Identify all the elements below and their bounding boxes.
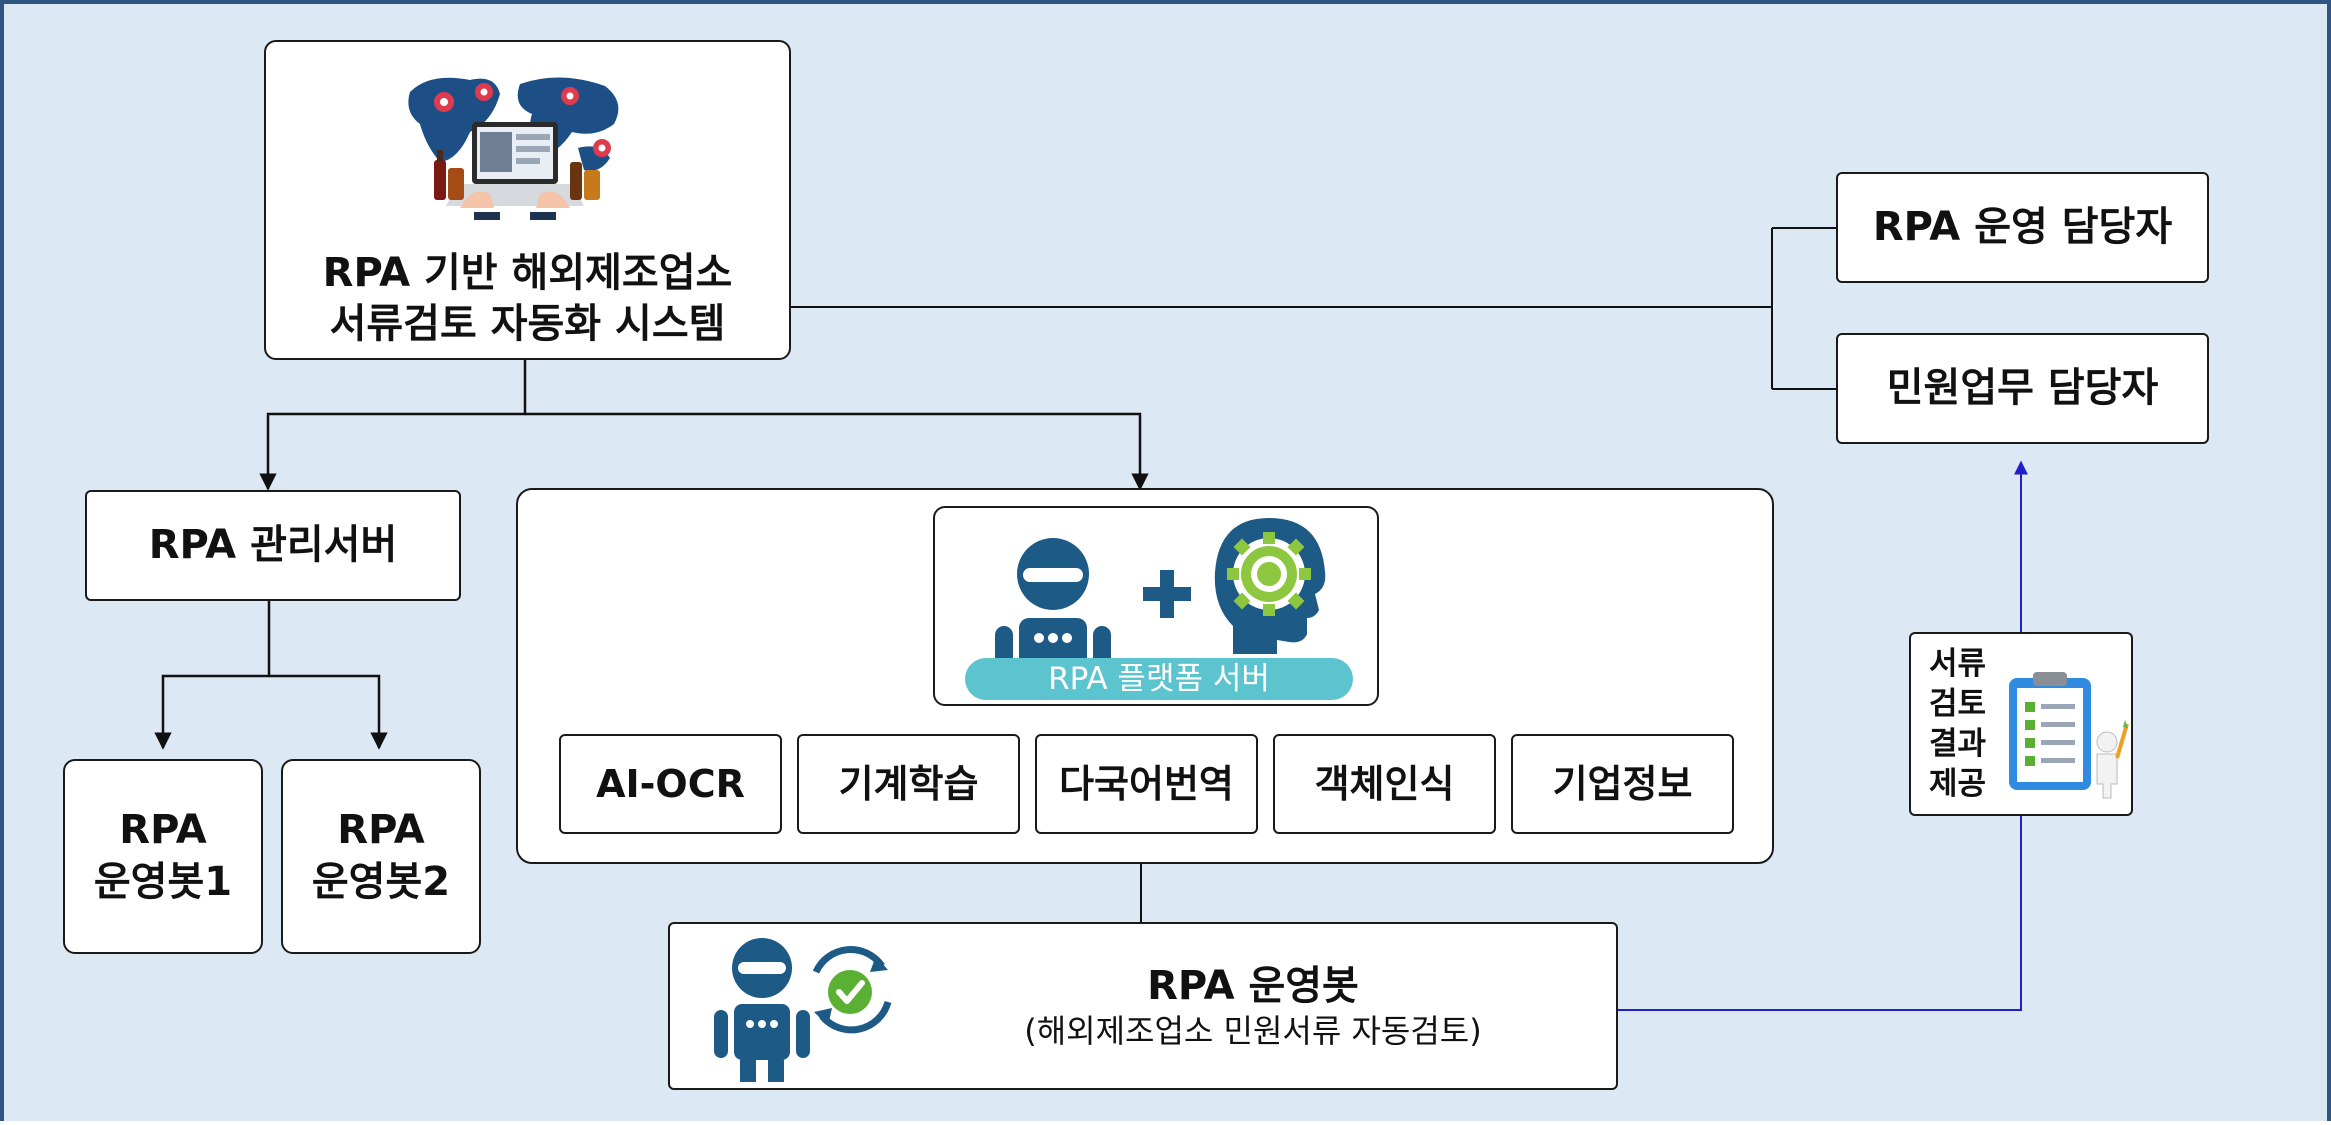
rpa-bot2-line2: 운영봇2 — [311, 858, 451, 905]
result-text: 서류 검토 결과 제공 — [1929, 644, 1986, 804]
result-line4: 제공 — [1929, 766, 1987, 802]
module-label: 객체인식 — [1314, 761, 1455, 806]
result-line3: 결과 — [1929, 726, 1987, 762]
module-object-recognition: 객체인식 — [1273, 734, 1496, 834]
rpa-operator-label: RPA 운영 담당자 — [1872, 203, 2173, 250]
robot-check-cycle-icon — [714, 938, 892, 1082]
module-label: 다국어번역 — [1059, 761, 1234, 806]
world-map-laptop-illustration — [408, 77, 619, 220]
module-translation: 다국어번역 — [1035, 734, 1258, 834]
robot-icon — [995, 538, 1111, 676]
platform-server-box: RPA 플랫폼 서버 — [933, 506, 1379, 706]
module-label: AI-OCR — [596, 761, 745, 806]
clipboard-checklist-icon — [2009, 672, 2129, 799]
connector-lines — [154, 227, 2028, 1011]
rpa-bot1-line1: RPA — [119, 807, 207, 854]
rpa-bot1-line2: 운영봇1 — [93, 858, 233, 905]
plus-icon — [1143, 570, 1191, 618]
operation-bot-text: RPA 운영봇 (해외제조업소 민원서류 자동검토) — [890, 962, 1616, 1052]
server-to-bot1-line — [154, 601, 271, 750]
operation-bot-title: RPA 운영봇 — [1147, 963, 1359, 1009]
result-box: 서류 검토 결과 제공 — [1909, 632, 2133, 816]
system-title-line2: 서류검토 자동화 시스템 — [329, 301, 726, 348]
operation-bot-box: RPA 운영봇 (해외제조업소 민원서류 자동검토) — [668, 922, 1618, 1090]
module-company-info: 기업정보 — [1511, 734, 1734, 834]
rpa-bot2-line1: RPA — [337, 807, 425, 854]
civil-operator-label: 민원업무 담당자 — [1886, 364, 2159, 411]
result-flow-line — [1616, 816, 2022, 1011]
operation-bot-subtitle: (해외제조업소 민원서류 자동검토) — [1024, 1012, 1482, 1050]
system-to-operators-line — [789, 227, 1838, 390]
rpa-bot2-box: RPA 운영봇2 — [281, 759, 481, 954]
module-label: 기업정보 — [1552, 761, 1693, 806]
ai-head-gear-icon — [1214, 518, 1326, 654]
module-ai-ocr: AI-OCR — [559, 734, 782, 834]
management-server-box: RPA 관리서버 — [85, 490, 461, 601]
platform-container: RPA 플랫폼 서버 AI-OCR 기계학습 다국어번역 객체인식 기업정보 — [516, 488, 1774, 864]
rpa-bot1-box: RPA 운영봇1 — [63, 759, 263, 954]
system-to-management-line — [259, 360, 527, 491]
module-label: 기계학습 — [838, 761, 979, 806]
platform-server-label: RPA 플랫폼 서버 — [1048, 661, 1270, 697]
system-box: RPA 기반 해외제조업소 서류검토 자동화 시스템 — [264, 40, 791, 360]
result-line2: 검토 — [1929, 686, 1987, 722]
system-to-platform-line — [525, 412, 1149, 491]
platform-server-label-bar: RPA 플랫폼 서버 — [965, 658, 1353, 700]
rpa-operator-box: RPA 운영 담당자 — [1836, 172, 2209, 283]
module-machine-learning: 기계학습 — [797, 734, 1020, 834]
civil-operator-box: 민원업무 담당자 — [1836, 333, 2209, 444]
system-title: RPA 기반 해외제조업소 서류검토 자동화 시스템 — [266, 248, 789, 350]
server-to-bot2-line — [269, 674, 388, 750]
management-server-label: RPA 관리서버 — [148, 521, 398, 568]
system-title-line1: RPA 기반 해외제조업소 — [322, 250, 733, 296]
result-line1: 서류 — [1929, 646, 1987, 682]
